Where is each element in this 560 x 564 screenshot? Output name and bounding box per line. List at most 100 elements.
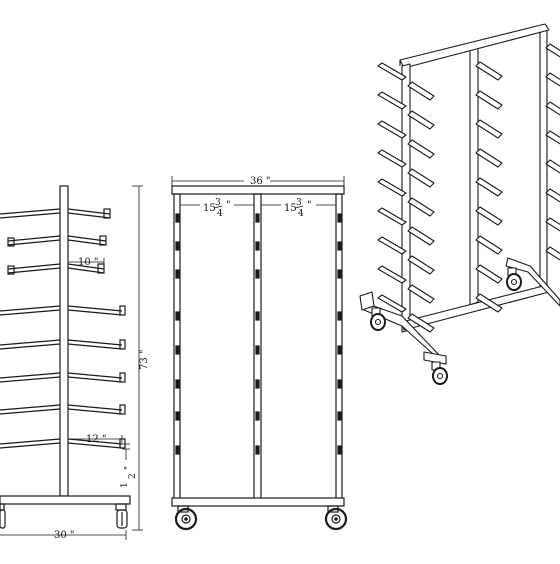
svg-text:1: 1 <box>120 482 130 488</box>
front-arm-stub <box>175 411 180 421</box>
svg-text:": " <box>307 200 312 211</box>
iso-post-center <box>469 41 479 306</box>
iso-arm-front <box>407 110 435 130</box>
svg-text:15: 15 <box>203 203 216 214</box>
side-center-post <box>59 185 69 497</box>
front-view <box>171 176 348 531</box>
front-top-bar <box>171 185 345 195</box>
iso-arm-front <box>407 313 435 333</box>
side-arm-dim <box>68 258 105 266</box>
iso-arm-front <box>407 168 435 188</box>
side-base <box>0 495 131 505</box>
iso-arm-front <box>475 90 503 110</box>
iso-arm-back <box>377 207 407 226</box>
front-arm-stub <box>337 411 342 421</box>
side-lower-arm-label: 12 " <box>86 434 107 445</box>
iso-caster-front-left <box>370 307 386 331</box>
front-arm-stub <box>175 311 180 321</box>
iso-arm-front <box>475 177 503 197</box>
iso-arm-front <box>407 81 435 101</box>
front-caster-left <box>174 505 198 531</box>
front-width-label: 36 " <box>250 176 271 187</box>
iso-arm-front <box>545 101 560 116</box>
side-left-arms <box>0 208 61 449</box>
iso-arm-front <box>545 217 560 232</box>
iso-arm-back <box>377 91 407 110</box>
svg-text:4: 4 <box>217 209 223 219</box>
front-arm-stub <box>337 311 342 321</box>
front-arm-stub <box>337 445 342 455</box>
iso-arms <box>377 43 560 333</box>
side-width-label: 30 " <box>54 530 75 541</box>
front-arm-stub <box>337 345 342 355</box>
iso-arm-front <box>545 130 560 145</box>
front-arm-stub <box>175 241 180 251</box>
front-arm-stubs <box>175 213 342 455</box>
iso-arm-front <box>545 246 560 261</box>
iso-caster-back <box>506 267 522 291</box>
front-arm-stub <box>255 269 260 279</box>
side-right-arms <box>67 208 126 449</box>
iso-caster-front-right <box>431 361 448 385</box>
isometric-view <box>359 23 560 385</box>
front-arm-stub <box>337 269 342 279</box>
front-bay-left-label: 15 3 4 " <box>203 198 231 219</box>
front-arm-stub <box>337 379 342 389</box>
iso-arm-front <box>407 284 435 304</box>
front-arm-stub <box>175 345 180 355</box>
side-caster-right <box>115 503 128 529</box>
front-arm-stub <box>175 379 180 389</box>
front-arm-stub <box>175 269 180 279</box>
iso-arm-back <box>377 178 407 197</box>
iso-arm-front <box>407 255 435 275</box>
svg-text:": " <box>226 200 231 211</box>
iso-arm-back <box>377 294 407 313</box>
side-width-dim <box>0 530 127 540</box>
iso-arm-back <box>377 120 407 139</box>
side-spacing-dim <box>122 443 130 460</box>
iso-arm-front <box>545 188 560 203</box>
iso-arm-front <box>407 226 435 246</box>
iso-arm-front <box>475 119 503 139</box>
iso-arm-front <box>475 235 503 255</box>
iso-arm-back <box>377 62 407 81</box>
side-height-dim <box>132 185 143 531</box>
iso-arm-back <box>377 236 407 255</box>
side-arm-length-label: 10 " <box>78 257 99 268</box>
front-arm-stub <box>255 213 260 223</box>
front-arm-stub <box>255 379 260 389</box>
iso-arm-front <box>545 43 560 58</box>
side-height-label: 73 " <box>139 349 150 370</box>
front-arm-stub <box>255 345 260 355</box>
front-arm-stub <box>255 311 260 321</box>
svg-text:4: 4 <box>298 209 304 219</box>
front-caster-right <box>324 505 348 531</box>
front-arm-stub <box>337 213 342 223</box>
svg-text:3: 3 <box>296 198 302 208</box>
iso-arm-front <box>475 206 503 226</box>
iso-arm-front <box>475 293 503 313</box>
iso-arm-front <box>475 264 503 284</box>
front-bay-right-label: 15 3 4 " <box>284 198 312 219</box>
iso-arm-front <box>475 61 503 81</box>
iso-arm-front <box>407 197 435 217</box>
iso-arm-front <box>545 72 560 87</box>
svg-text:2: 2 <box>128 473 138 479</box>
front-arm-stub <box>337 241 342 251</box>
side-view <box>0 185 143 540</box>
side-lower-arm-dim <box>68 435 123 443</box>
front-arm-stub <box>175 213 180 223</box>
side-caster-left <box>0 503 6 529</box>
front-base <box>171 497 345 507</box>
svg-text:3: 3 <box>215 198 221 208</box>
svg-text:": " <box>124 466 134 470</box>
iso-foot-right <box>505 257 560 307</box>
iso-arm-front <box>407 139 435 159</box>
front-arm-stub <box>255 411 260 421</box>
svg-text:15: 15 <box>284 203 297 214</box>
iso-arm-back <box>377 149 407 168</box>
iso-arm-front <box>545 159 560 174</box>
front-arm-stub <box>255 445 260 455</box>
